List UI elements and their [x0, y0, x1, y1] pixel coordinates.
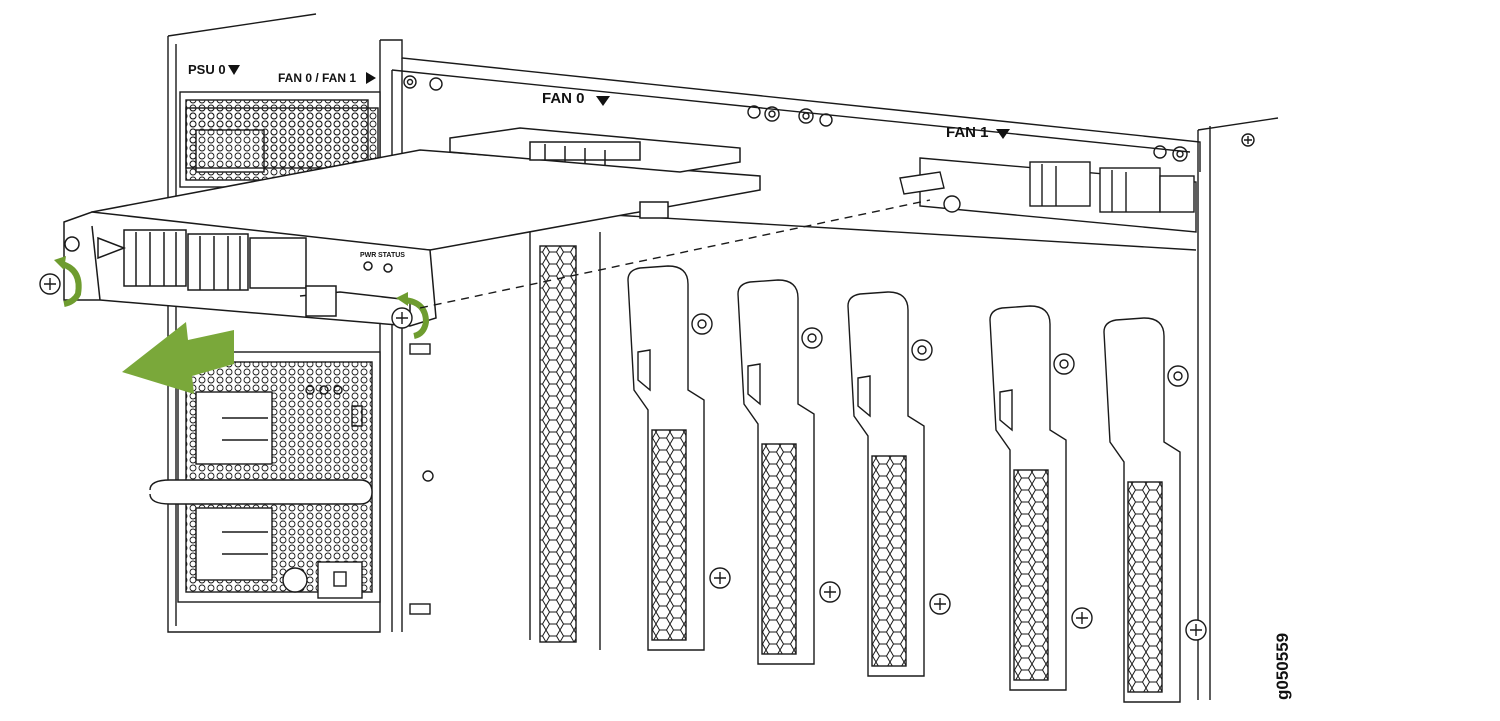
- fan-tray-lower: [529, 209, 1197, 650]
- fan-module-removed: [63, 127, 761, 327]
- arrow-left-icon: [122, 322, 234, 394]
- captive-screw-icon: [39, 273, 61, 295]
- chassis-right-edge: [1197, 117, 1279, 700]
- fan1-label: FAN 1: [946, 124, 989, 141]
- figure-id: g050559: [1273, 633, 1292, 700]
- psu0-label: PSU 0: [188, 62, 226, 77]
- fan01-label: FAN 0 / FAN 1: [278, 71, 356, 85]
- alignment-guide: [419, 199, 931, 309]
- triangle-down-icon: [596, 96, 610, 106]
- chassis-labels: PSU 0 FAN 0 / FAN 1 FAN 0 FAN 1 PWR STAT…: [188, 62, 1010, 259]
- fan0-label: FAN 0: [542, 90, 585, 107]
- triangle-down-icon: [228, 65, 240, 75]
- captive-screw-icon: [391, 307, 413, 329]
- triangle-right-icon: [366, 72, 376, 84]
- fan-latch-handles: [627, 265, 1207, 703]
- rotate-counterclockwise-icon: [54, 256, 82, 307]
- triangle-down-icon: [996, 129, 1010, 139]
- installed-fan-module: [899, 157, 1197, 233]
- pwr-label: PWR: [360, 252, 376, 259]
- status-label: STATUS: [378, 252, 405, 259]
- rotate-counterclockwise-icon: [396, 292, 430, 339]
